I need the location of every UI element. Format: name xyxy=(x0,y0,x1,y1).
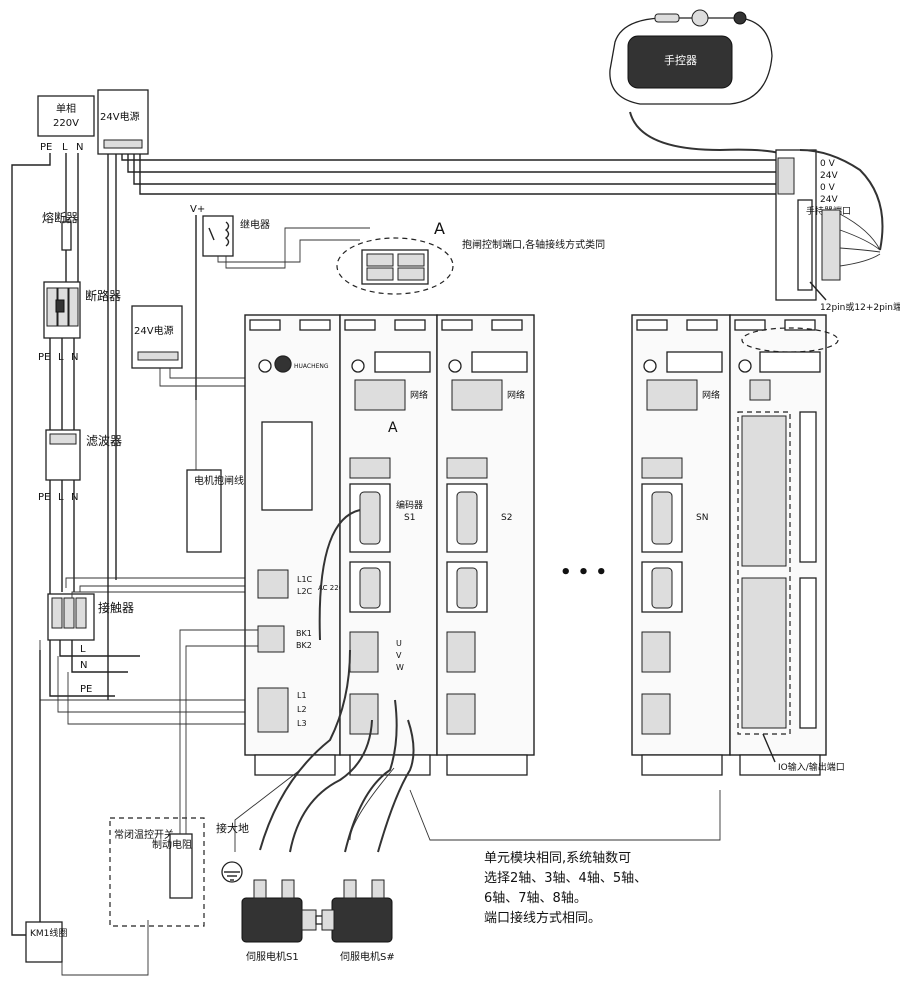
svg-text:KM1线圈: KM1线圈 xyxy=(30,927,67,939)
brake-resistor xyxy=(169,833,193,899)
svg-text:继电器: 继电器 xyxy=(240,218,270,231)
pendant-icon: 手控器 xyxy=(609,9,773,105)
svg-text:24V电源: 24V电源 xyxy=(100,110,140,123)
axis-module-s2: 网络 S2 xyxy=(436,314,535,776)
brake-port-highlight xyxy=(336,237,454,295)
svg-text:6轴、7轴、8轴。: 6轴、7轴、8轴。 xyxy=(484,891,587,906)
psu-mid: 24V电源 xyxy=(131,305,183,369)
pe-wire xyxy=(11,153,51,936)
contactor-label: 接触器 xyxy=(98,600,134,615)
svg-text:单元模块相同,系统轴数可: 单元模块相同,系统轴数可 xyxy=(484,851,631,866)
svg-text:接大地: 接大地 xyxy=(216,821,249,835)
svg-text:网络: 网络 xyxy=(507,389,525,401)
svg-text:S1: S1 xyxy=(404,513,415,523)
svg-text:24V: 24V xyxy=(820,171,838,181)
svg-text:L1: L1 xyxy=(297,691,307,700)
svg-text:L2: L2 xyxy=(297,705,307,714)
svg-text:伺服电机S#: 伺服电机S# xyxy=(340,950,395,963)
servo-motor-icon xyxy=(321,879,393,943)
axis-module-sn: 网络 SN xyxy=(631,314,731,776)
svg-text:0 V: 0 V xyxy=(820,183,836,193)
svg-text:电机抱闸线: 电机抱闸线 xyxy=(194,474,244,487)
svg-text:24V电源: 24V电源 xyxy=(134,324,174,337)
fuse-icon xyxy=(61,221,72,251)
svg-text:BK1: BK1 xyxy=(296,629,312,638)
svg-text:选择2轴、3轴、4轴、5轴、: 选择2轴、3轴、4轴、5轴、 xyxy=(484,871,647,886)
svg-text:L3: L3 xyxy=(297,719,307,728)
axis-module-s1: 网络 A 编码器 S1 U V W xyxy=(339,314,438,776)
svg-text:N: N xyxy=(71,492,78,503)
svg-text:U: U xyxy=(396,639,402,648)
km1-coil: KM1线圈 xyxy=(25,921,67,963)
svg-text:常闭温控开关: 常闭温控开关 xyxy=(114,828,174,841)
motor-brake-line-box: 电机抱闸线 xyxy=(186,469,244,553)
svg-text:制动电阻: 制动电阻 xyxy=(152,838,192,851)
fuse-label: 熔断器 xyxy=(42,210,78,225)
svg-text:网络: 网络 xyxy=(702,389,720,401)
psu-top: 24V电源 xyxy=(97,89,149,155)
thermal-switch-box xyxy=(109,817,205,927)
ground-icon xyxy=(221,861,243,883)
svg-text:IO输入/输出端口: IO输入/输出端口 xyxy=(778,761,845,773)
svg-text:L: L xyxy=(80,644,86,655)
svg-text:W: W xyxy=(396,663,404,672)
io-module xyxy=(729,314,839,776)
breaker-icon xyxy=(43,281,81,339)
source-voltage: 220V xyxy=(53,118,79,129)
svg-text:HUACHENG: HUACHENG xyxy=(294,363,329,370)
svg-text:N: N xyxy=(80,660,87,671)
svg-text:PE: PE xyxy=(38,352,50,363)
terminal-plug xyxy=(821,209,881,281)
filter-icon xyxy=(45,429,81,481)
servo-motor-icon xyxy=(241,879,327,943)
n-label: N xyxy=(76,142,83,153)
system-note: 单元模块相同,系统轴数可 选择2轴、3轴、4轴、5轴、 6轴、7轴、8轴。 端口… xyxy=(484,851,647,926)
svg-text:L: L xyxy=(58,352,64,363)
relay-coil-icon xyxy=(202,215,234,257)
svg-text:24V: 24V xyxy=(820,195,838,205)
svg-text:伺服电机S1: 伺服电机S1 xyxy=(246,950,299,963)
svg-text:端口接线方式相同。: 端口接线方式相同。 xyxy=(484,910,601,926)
breaker-label: 断路器 xyxy=(85,288,121,303)
svg-text:0 V: 0 V xyxy=(820,159,836,169)
svg-text:L: L xyxy=(58,492,64,503)
svg-text:SN: SN xyxy=(696,513,708,523)
brake-port-connector xyxy=(361,249,429,285)
svg-text:网络: 网络 xyxy=(410,389,428,401)
svg-text:A: A xyxy=(388,420,398,436)
single-phase-source: 单相 220V PE L N xyxy=(37,95,95,153)
svg-text:A: A xyxy=(434,219,445,238)
svg-text:编码器: 编码器 xyxy=(396,499,423,511)
l-label: L xyxy=(62,142,68,153)
filter-label: 滤波器 xyxy=(86,434,122,448)
svg-text:V+: V+ xyxy=(190,204,205,215)
svg-text:AC 220V: AC 220V xyxy=(318,584,348,592)
svg-text:PE: PE xyxy=(80,684,92,695)
power-module: HUACHENG L1C L2C AC 220V BK1 BK2 L1 L2 L… xyxy=(244,314,348,776)
svg-text:N: N xyxy=(71,352,78,363)
svg-text:V: V xyxy=(396,651,402,660)
source-label: 单相 xyxy=(56,102,76,115)
brake-port-label: 抱闸控制端口,各轴接线方式类同 xyxy=(462,238,605,251)
svg-text:L2C: L2C xyxy=(297,587,313,596)
svg-text:BK2: BK2 xyxy=(296,641,312,650)
svg-text:PE: PE xyxy=(38,492,50,503)
svg-text:手控器: 手控器 xyxy=(664,53,697,67)
contactor-icon xyxy=(47,593,95,641)
svg-text:12pin或12+2pin端子插头: 12pin或12+2pin端子插头 xyxy=(820,301,900,313)
svg-text:S2: S2 xyxy=(501,513,512,523)
pe-label: PE xyxy=(40,142,52,153)
more-axes-ellipsis: • • • xyxy=(560,562,607,583)
svg-text:L1C: L1C xyxy=(297,575,313,584)
